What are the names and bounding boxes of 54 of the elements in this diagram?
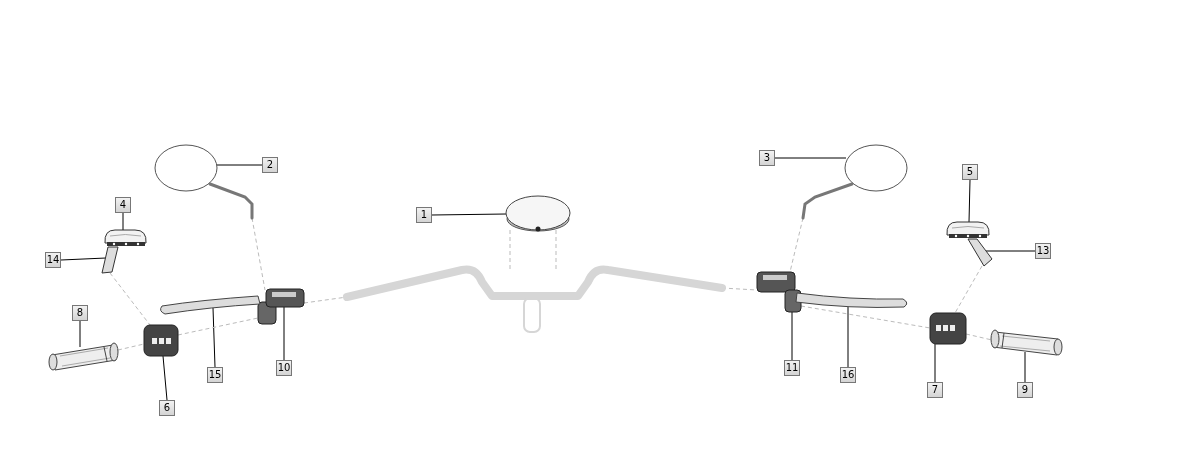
leader-line — [968, 179, 971, 223]
assembly-line — [954, 265, 983, 314]
leader-line — [60, 257, 107, 261]
callout-number: 6 — [159, 400, 175, 416]
callout-number: 11 — [784, 360, 800, 376]
switch-housing-drawing — [929, 312, 967, 345]
leader-line — [847, 306, 849, 368]
assembly-line — [177, 317, 259, 336]
leader-line — [985, 250, 1036, 252]
callout-number: 10 — [276, 360, 292, 376]
leader-line — [216, 164, 263, 166]
assembly-line — [965, 333, 993, 341]
leader-line — [934, 343, 936, 383]
master-cylinder-drawing — [756, 271, 802, 313]
assembly-line — [800, 305, 931, 329]
mirror-drawing — [801, 144, 908, 220]
assembly-line — [789, 217, 804, 273]
mirror-drawing — [154, 144, 254, 220]
callout-number: 7 — [927, 382, 943, 398]
lever-drawing — [795, 292, 908, 308]
callout-number: 13 — [1035, 243, 1051, 259]
cap-drawing — [505, 195, 571, 232]
callout-number: 1 — [416, 207, 432, 223]
master-cylinder-drawing — [257, 288, 305, 325]
bracket-drawing — [101, 246, 119, 274]
callout-number: 5 — [962, 164, 978, 180]
callout-number: 15 — [207, 367, 223, 383]
callout-number: 2 — [262, 157, 278, 173]
callout-number: 4 — [115, 197, 131, 213]
leader-line — [431, 213, 507, 216]
cover-drawing — [104, 229, 147, 246]
grip-drawing — [990, 329, 1063, 356]
callout-number: 3 — [759, 150, 775, 166]
leader-line — [774, 157, 847, 159]
bracket-drawing — [967, 238, 993, 267]
callout-number: 16 — [840, 367, 856, 383]
switch-housing-drawing — [143, 324, 179, 357]
lever-drawing — [160, 295, 261, 315]
leader-line — [162, 355, 168, 401]
leader-line — [1024, 351, 1026, 383]
callout-number: 8 — [72, 305, 88, 321]
cover-drawing — [946, 221, 990, 238]
leader-line — [79, 320, 81, 348]
assembly-line — [109, 272, 151, 326]
callout-number: 9 — [1017, 382, 1033, 398]
assembly-line — [117, 343, 145, 351]
grip-drawing — [48, 342, 119, 371]
handlebar-drawing — [343, 265, 726, 333]
leader-line — [791, 311, 793, 361]
leader-line — [122, 212, 124, 231]
leader-line — [283, 306, 285, 361]
callout-number: 14 — [45, 252, 61, 268]
leader-line — [212, 307, 216, 368]
assembly-line — [251, 217, 266, 291]
